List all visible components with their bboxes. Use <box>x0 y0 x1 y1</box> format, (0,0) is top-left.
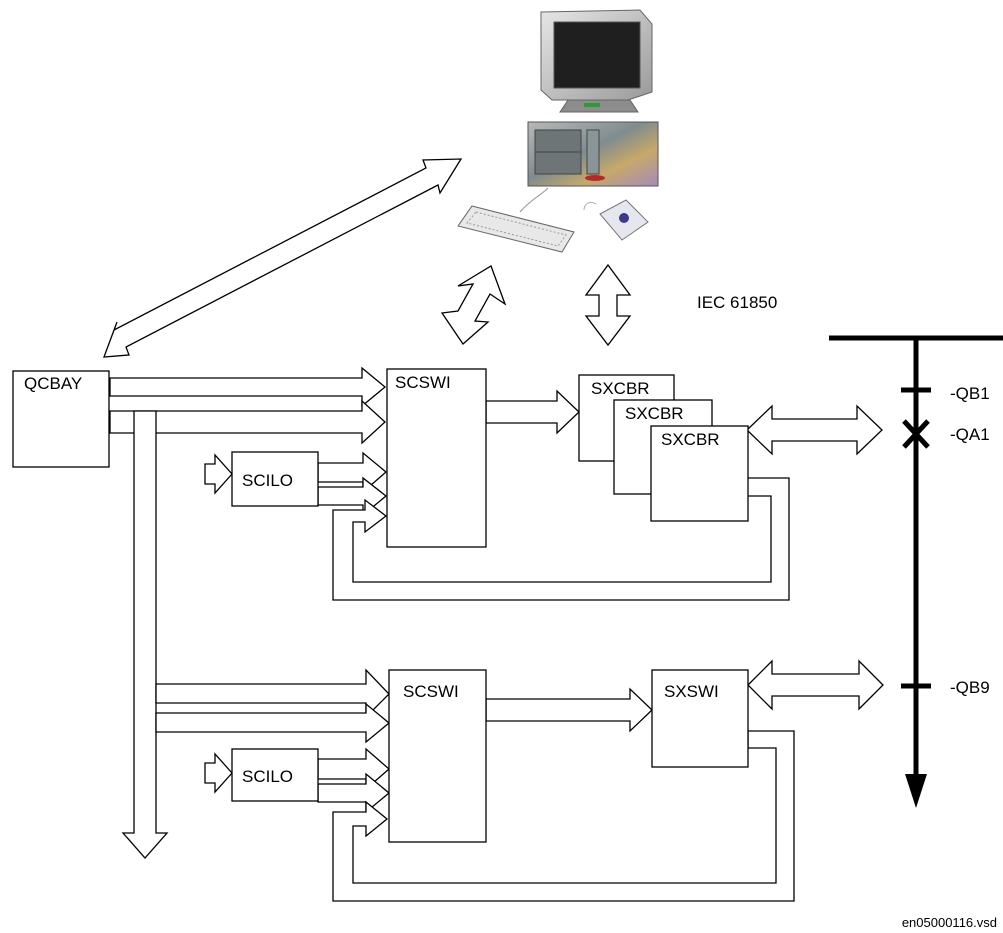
scswi-block-2 <box>388 669 487 843</box>
footer-filename: en05000116.vsd <box>902 915 997 930</box>
scilo-2-label: SCILO <box>242 767 293 786</box>
scilo2-input-arrow <box>204 752 233 794</box>
scswi2-to-sxswi-arrow <box>485 687 653 733</box>
sxswi-feedback-loop <box>332 730 795 902</box>
sxcbr-block-front <box>650 425 749 522</box>
scilo2-to-scswi2-arrow-a <box>317 747 390 791</box>
trunk-to-scswi2-upper-arrow <box>155 668 390 719</box>
scilo-block-2 <box>231 748 319 802</box>
scswi-workstation-double-arrow <box>440 265 507 345</box>
scswi-2-label: SCSWI <box>403 682 459 701</box>
sxswi-block <box>651 669 749 768</box>
computer-monitor-icon <box>540 9 653 113</box>
scswi-1-label: SCSWI <box>395 373 451 392</box>
scilo1-to-scswi1-arrow-a <box>317 451 388 494</box>
qb1-label: -QB1 <box>950 384 990 403</box>
sxcbr-front-label: SXCBR <box>661 430 720 449</box>
scilo1-input-arrow <box>204 453 233 495</box>
sxswi-busbar-double-arrow <box>747 659 884 711</box>
scilo-1-label: SCILO <box>242 471 293 490</box>
single-line-busbar <box>829 335 1003 808</box>
qb9-label: -QB9 <box>950 678 990 697</box>
qcbay-block <box>12 370 110 468</box>
scilo2-to-scswi2-arrow-b <box>317 772 391 814</box>
workstation <box>457 9 659 253</box>
busbar-arrow-icon <box>905 774 927 808</box>
qcbay-label: QCBAY <box>24 374 82 393</box>
sxcbr-feedback-loop <box>332 477 790 601</box>
keyboard-icon <box>457 187 575 253</box>
trunk-to-scswi2-lower-arrow <box>155 702 391 744</box>
scswi-block-1 <box>386 368 487 548</box>
breaker-cross-icon <box>902 419 930 449</box>
scilo-block-1 <box>231 451 319 507</box>
sxswi-label: SXSWI <box>664 682 719 701</box>
iec-vertical-double-arrow <box>584 263 632 347</box>
sxcbr-mid-label: SXCBR <box>625 404 684 423</box>
qa1-label: -QA1 <box>950 425 990 444</box>
mouse-icon <box>583 199 649 241</box>
scswi1-to-sxcbr-arrow <box>485 389 580 435</box>
sxcbr-back-label: SXCBR <box>591 379 650 398</box>
sxcbr-busbar-double-arrow <box>746 404 883 456</box>
iec-61850-label: IEC 61850 <box>697 293 777 312</box>
qcbay-vertical-trunk-arrow <box>121 410 169 859</box>
computer-tower-icon <box>527 121 659 187</box>
qcbay-workstation-double-arrow <box>103 158 463 358</box>
qcbay-to-scswi1-arrow <box>109 366 387 408</box>
